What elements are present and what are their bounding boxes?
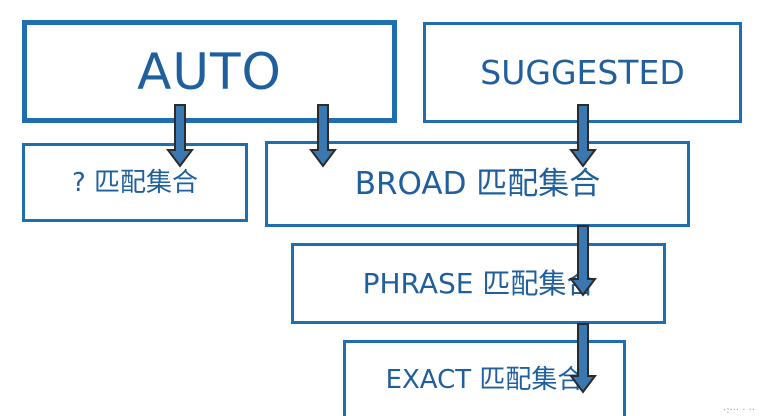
suggested-node: SUGGESTED bbox=[423, 22, 742, 123]
broad-match-set-label: BROAD 匹配集合 bbox=[354, 165, 601, 202]
phrase-match-set-label: PHRASE 匹配集合 bbox=[362, 266, 595, 300]
unknown-match-set-node: ? 匹配集合 bbox=[22, 143, 248, 222]
watermark: ·:··· · ·· bbox=[723, 405, 755, 416]
broad-match-set-node: BROAD 匹配集合 bbox=[265, 141, 690, 227]
phrase-match-set-node: PHRASE 匹配集合 bbox=[291, 243, 666, 324]
exact-match-set-node: EXACT 匹配集合 bbox=[343, 340, 626, 416]
suggested-node-label: SUGGESTED bbox=[480, 53, 685, 92]
unknown-match-set-label: ? 匹配集合 bbox=[71, 167, 199, 198]
exact-match-set-label: EXACT 匹配集合 bbox=[385, 364, 584, 395]
auto-node: AUTO bbox=[22, 20, 397, 123]
auto-node-label: AUTO bbox=[137, 42, 282, 101]
